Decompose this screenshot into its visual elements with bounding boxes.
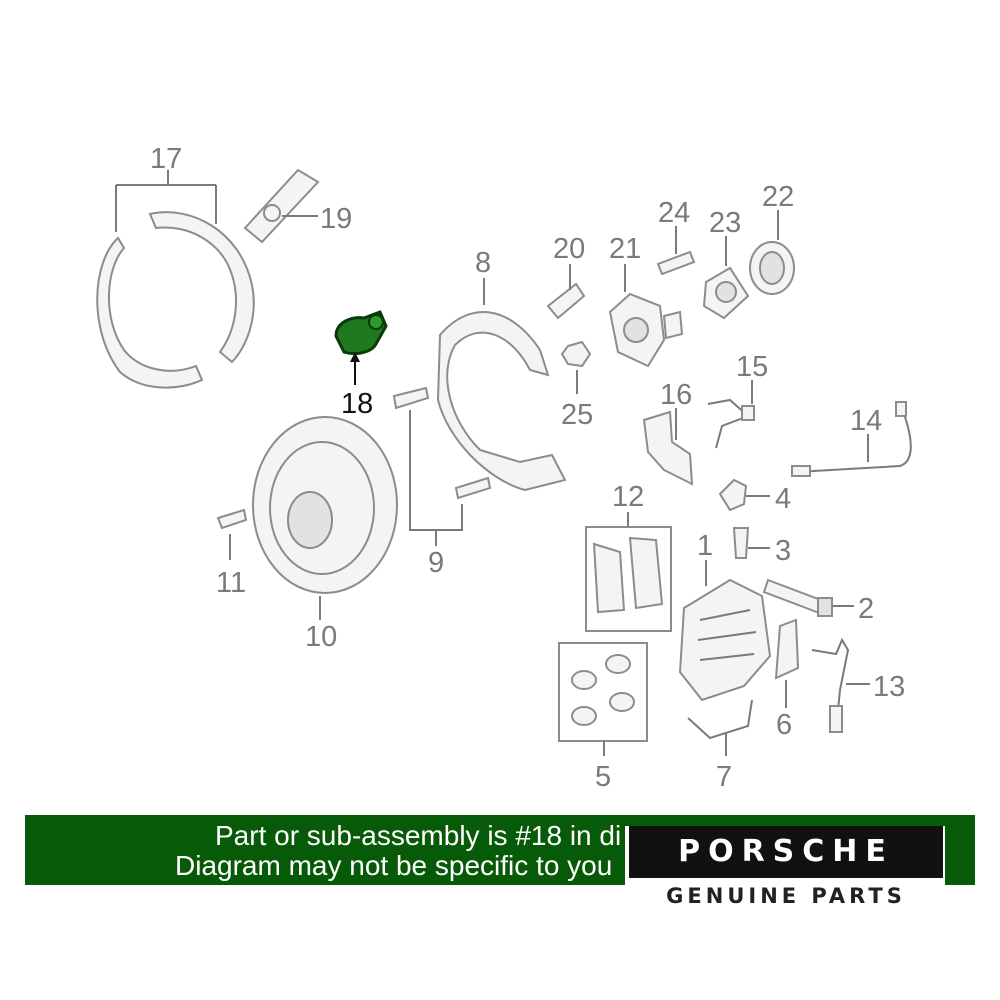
callout-15: 15 <box>736 351 768 383</box>
part-2-caliper-bolt[interactable] <box>762 578 833 617</box>
porsche-genuine-parts-logo: PORSCHE GENUINE PARTS <box>625 826 945 910</box>
callout-24: 24 <box>658 197 690 229</box>
callout-12: 12 <box>612 481 644 513</box>
callout-13: 13 <box>873 671 905 703</box>
part-18-highlighted[interactable] <box>334 310 388 356</box>
banner-line-1: Part or sub-assembly is #18 in di <box>215 821 622 851</box>
part-6-spring-clip[interactable] <box>774 618 800 680</box>
callout-4: 4 <box>775 483 791 515</box>
part-23-ring[interactable] <box>702 266 750 320</box>
callout-22: 22 <box>762 181 794 213</box>
arrow-18 <box>350 352 360 362</box>
part-25-nut[interactable] <box>560 340 592 368</box>
callout-9: 9 <box>428 547 444 579</box>
callout-10: 10 <box>305 621 337 653</box>
part-7-pin[interactable] <box>687 699 753 740</box>
genuine-parts-tagline: GENUINE PARTS <box>666 884 906 908</box>
callout-5: 5 <box>595 761 611 793</box>
callout-21: 21 <box>609 233 641 265</box>
callout-20: 20 <box>553 233 585 265</box>
callout-2: 2 <box>858 593 874 625</box>
part-24-bolt[interactable] <box>656 250 696 276</box>
callout-6: 6 <box>776 709 792 741</box>
part-20-sensor[interactable] <box>546 282 586 320</box>
callout-19: 19 <box>320 203 352 235</box>
part-8-dust-shield[interactable] <box>436 311 567 492</box>
part-4-clip[interactable] <box>718 478 748 512</box>
part-13-wear-sensor[interactable] <box>811 637 850 733</box>
part-10-brake-rotor[interactable] <box>252 416 398 594</box>
part-21-hub-carrier[interactable] <box>608 292 684 368</box>
part-19-adjuster[interactable] <box>243 168 320 244</box>
leader-17 <box>115 170 217 232</box>
part-11-screw[interactable] <box>216 508 248 530</box>
part-3-bleeder[interactable] <box>732 527 750 559</box>
callout-14: 14 <box>850 405 882 437</box>
callout-25: 25 <box>561 399 593 431</box>
callout-17: 17 <box>150 143 182 175</box>
callout-16: 16 <box>660 379 692 411</box>
callout-11: 11 <box>216 567 246 599</box>
callout-18: 18 <box>341 388 373 420</box>
callout-1: 1 <box>697 530 713 562</box>
box-5 <box>558 642 648 742</box>
callout-23: 23 <box>709 207 741 239</box>
part-16-bracket[interactable] <box>642 410 694 486</box>
part-9-bolts[interactable] <box>392 386 492 500</box>
part-1-caliper[interactable] <box>678 578 772 702</box>
part-5-seals[interactable] <box>571 654 635 726</box>
part-22-bearing[interactable] <box>749 241 795 295</box>
banner-line-2: Diagram may not be specific to you <box>175 851 613 881</box>
callout-3: 3 <box>775 535 791 567</box>
part-12-brake-pads[interactable] <box>592 536 664 614</box>
part-17-brake-shoes[interactable] <box>96 211 255 389</box>
callout-7: 7 <box>716 761 732 793</box>
part-14-brake-hose[interactable] <box>791 401 912 477</box>
porsche-wordmark: PORSCHE <box>629 826 943 878</box>
part-15-brake-line[interactable] <box>707 398 755 449</box>
callout-8: 8 <box>475 247 491 279</box>
leader-9 <box>409 410 463 546</box>
